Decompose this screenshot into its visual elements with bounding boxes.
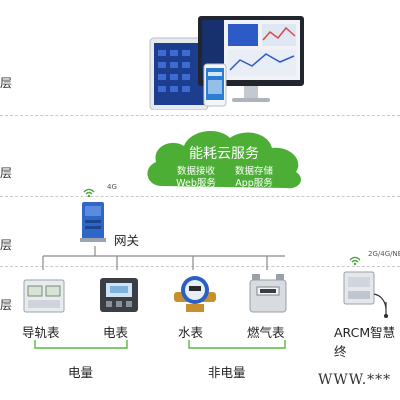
terminal-signal-label: 2G/4G/NB xyxy=(368,250,400,258)
phone-icon xyxy=(203,63,227,107)
terminal-icon xyxy=(343,271,375,305)
group-brackets xyxy=(34,340,286,349)
gas-meter-icon xyxy=(249,274,287,313)
cloud-title: 能耗云服务 xyxy=(189,146,259,162)
layer-label-network: 层 xyxy=(0,238,13,252)
divider-1 xyxy=(0,115,400,116)
group-label-non-electric: 非电量 xyxy=(208,365,246,380)
cloud-service: 能耗云服务 数据接收 数据存储 Web服务 App服务 xyxy=(147,131,301,189)
device-label-electric-meter: 电表 xyxy=(103,325,129,340)
wifi-signal-icon xyxy=(83,188,95,198)
gas-meter-device xyxy=(249,274,287,313)
monitor-icon xyxy=(198,16,304,102)
bracket-electric xyxy=(34,340,128,349)
water-meter-device xyxy=(174,276,216,312)
water-meter-icon xyxy=(174,276,216,312)
device-label-gas-meter: 燃气表 xyxy=(247,325,285,340)
cloud-item-app: App服务 xyxy=(235,177,273,189)
layer-label-platform: 层 xyxy=(0,166,13,180)
terminal-label: ARCM智慧终 xyxy=(334,325,396,359)
terminal-device xyxy=(343,256,389,318)
antenna-icon xyxy=(373,293,389,318)
gateway-signal-label: 4G xyxy=(107,183,117,191)
cloud-item-data-storage: 数据存储 xyxy=(235,165,274,177)
group-label-electric: 电量 xyxy=(68,365,94,380)
divider-2 xyxy=(0,196,400,197)
rail-meter-device xyxy=(23,279,65,313)
connection-lines xyxy=(42,246,285,270)
cloud-item-web: Web服务 xyxy=(176,177,216,189)
client-devices-illustration xyxy=(149,16,304,110)
gateway-label: 网关 xyxy=(114,233,140,248)
layer-label-device: 层 xyxy=(0,298,13,312)
cloud-item-data-receive: 数据接收 xyxy=(177,165,216,177)
bracket-non-electric xyxy=(188,340,286,349)
rail-meter-icon xyxy=(23,279,65,313)
gateway-icon xyxy=(80,202,106,242)
device-label-water-meter: 水表 xyxy=(178,325,204,340)
cloud-icon xyxy=(147,131,301,189)
layer-label-app: 层 xyxy=(0,76,13,90)
electric-meter-device xyxy=(100,278,138,312)
tablet-icon xyxy=(149,37,209,110)
electric-meter-icon xyxy=(100,278,138,312)
divider-3 xyxy=(0,266,400,267)
wifi-signal-icon xyxy=(349,256,361,266)
watermark-text: WWW.*** xyxy=(318,372,392,388)
device-label-rail-meter: 导轨表 xyxy=(22,325,60,340)
gateway-device xyxy=(80,188,106,242)
